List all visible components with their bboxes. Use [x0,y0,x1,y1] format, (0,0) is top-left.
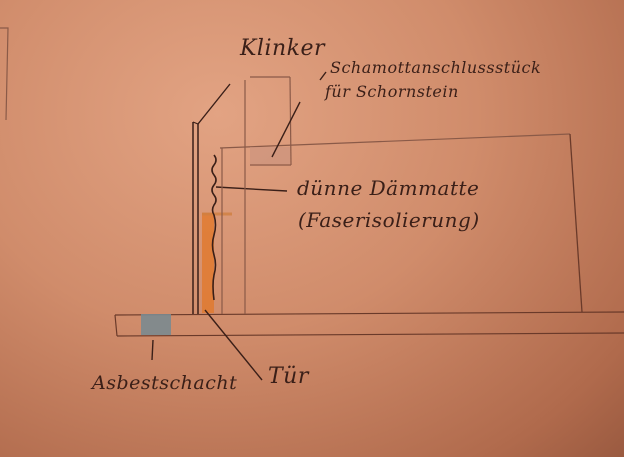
door-pointer [204,309,263,381]
margin-line [0,27,9,121]
label-daemmatte-1: dünne Dämmatte [297,176,480,200]
base-slab [114,311,624,337]
klinker-wall [192,83,231,314]
fiber-insulation [211,154,217,301]
label-schamotte-1: Schamottanschlussstück [330,58,542,77]
label-tuer: Tür [268,364,309,389]
insulation-pointer [215,186,288,192]
label-asbest: Asbestschacht [92,372,238,394]
label-daemmatte-2: (Faserisolierung) [298,208,480,232]
label-klinker: Klinker [240,36,326,61]
chimney-connector [250,71,327,166]
label-schamotte-2: für Schornstein [325,82,459,101]
asbest-shaft-block [141,314,171,335]
asbest-pointer [151,339,154,361]
door-fill [202,213,214,313]
